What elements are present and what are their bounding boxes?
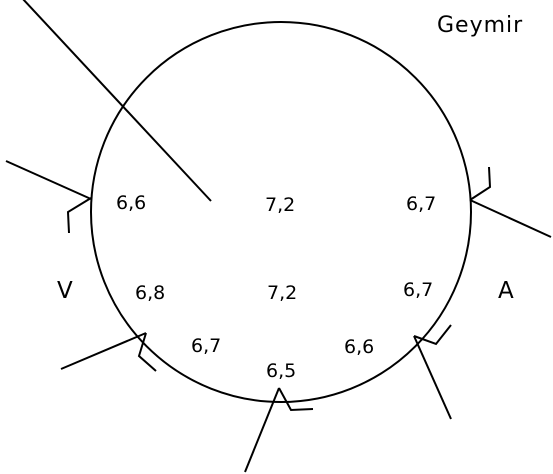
reading-lower-left: 6,7 bbox=[191, 335, 221, 357]
probe-line-top-left bbox=[22, 0, 212, 202]
inlet-marker-bottom bbox=[278, 387, 314, 412]
reading-left-middle: 6,8 bbox=[135, 282, 165, 304]
inlet-line-left-upper bbox=[5, 160, 92, 200]
side-label-right: A bbox=[498, 278, 514, 304]
reading-right-upper: 6,7 bbox=[406, 193, 436, 215]
vessel-outline bbox=[90, 21, 472, 403]
reading-lower-right: 6,6 bbox=[344, 336, 374, 358]
inlet-line-right-lower bbox=[413, 335, 452, 420]
inlet-line-right-upper bbox=[469, 199, 552, 238]
inlet-marker-right-upper bbox=[469, 166, 492, 201]
reading-center-middle: 7,2 bbox=[267, 282, 297, 304]
inlet-line-left-lower bbox=[60, 332, 147, 370]
inlet-marker-left-lower bbox=[137, 332, 157, 372]
inlet-line-bottom bbox=[244, 387, 280, 473]
title-label: Geymir bbox=[437, 13, 523, 38]
reading-center-upper: 7,2 bbox=[265, 194, 295, 216]
inlet-marker-left-upper bbox=[66, 197, 92, 234]
reading-bottom: 6,5 bbox=[266, 360, 296, 382]
reading-right-middle: 6,7 bbox=[403, 279, 433, 301]
side-label-left: V bbox=[57, 278, 73, 304]
inlet-marker-right-lower bbox=[413, 324, 452, 346]
reading-left-upper: 6,6 bbox=[116, 192, 146, 214]
